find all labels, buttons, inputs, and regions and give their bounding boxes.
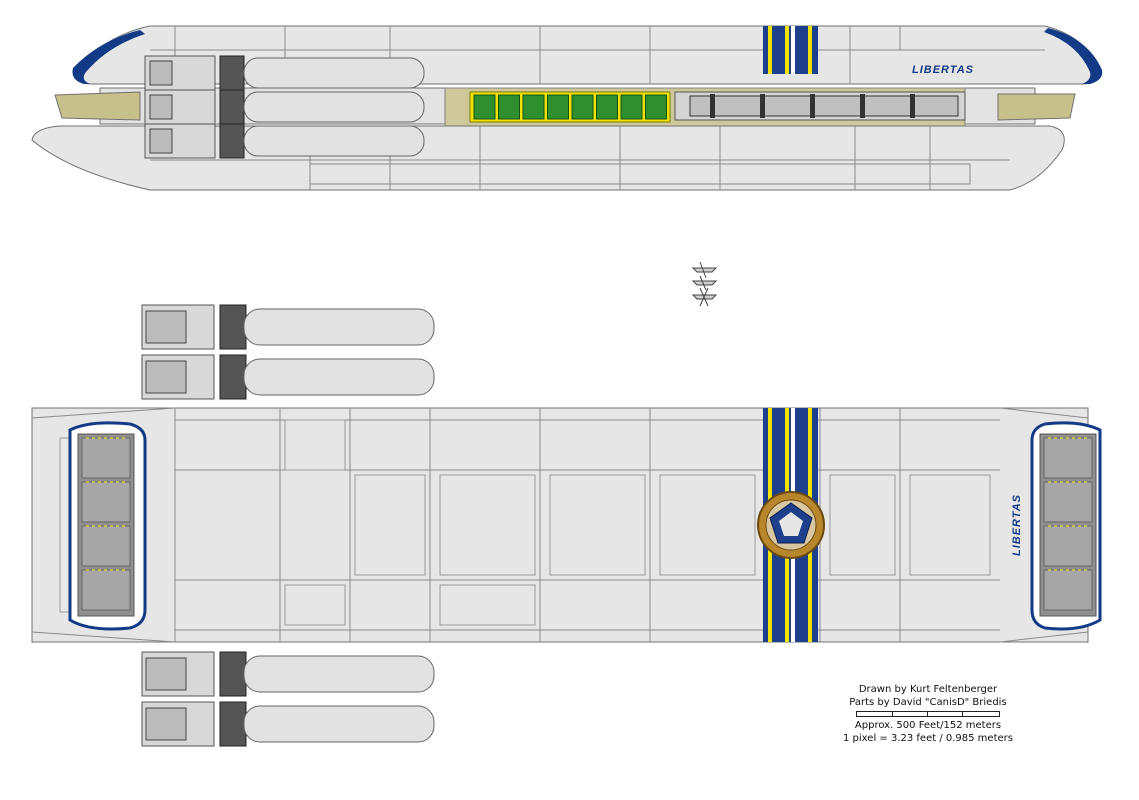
panel: [284, 419, 346, 471]
panel: [284, 584, 346, 626]
credit-drawn-by: Drawn by Kurt Feltenberger: [858, 684, 998, 695]
small-craft-icon: [691, 275, 718, 291]
engine-nozzle: [149, 60, 173, 86]
bay-divider: [860, 94, 865, 118]
side-nose-trim-right: [1044, 28, 1103, 84]
small-craft-icon: [691, 287, 718, 307]
side-grating-left: [54, 91, 141, 121]
top-engine-pod: [141, 701, 435, 747]
engine-vent: [219, 55, 245, 91]
engine-vent: [219, 701, 247, 747]
side-panel-lines: [150, 26, 1045, 190]
engine-nozzle: [145, 657, 187, 691]
top-panel-grid: [174, 408, 1000, 642]
engine-vent: [219, 304, 247, 350]
credit-size: Approx. 500 Feet/152 meters: [854, 720, 1002, 731]
engine-nozzle: [145, 360, 187, 394]
bay-window: [81, 569, 131, 611]
engine-vent: [219, 123, 245, 159]
top-engine-pod: [141, 354, 435, 400]
credit-scale: 1 pixel = 3.23 feet / 0.985 meters: [843, 733, 1013, 744]
top-window-bay-right: [1030, 421, 1102, 631]
side-engine-pod: [144, 89, 425, 125]
engine-nozzle: [149, 94, 173, 120]
garden-pane: [571, 94, 594, 120]
bay-window: [1043, 481, 1093, 523]
side-engine-pod: [144, 123, 425, 159]
top-emblem: [757, 491, 825, 559]
garden-pane: [596, 94, 618, 120]
credits-block: Drawn by Kurt Feltenberger Parts by Davi…: [818, 683, 1038, 745]
scale-bar: [856, 711, 1000, 717]
panel: [659, 474, 756, 576]
garden-pane: [473, 94, 496, 120]
bay-divider: [710, 94, 715, 118]
engine-nacelle: [243, 308, 435, 346]
engine-nozzle: [145, 310, 187, 344]
garden-pane: [522, 94, 545, 120]
bay-window: [81, 437, 131, 479]
small-craft-icon: [691, 261, 718, 279]
side-shuttle-bay: [674, 91, 966, 121]
side-nose-trim-left: [72, 30, 145, 84]
garden-pane: [547, 94, 569, 120]
garden-pane: [620, 94, 643, 120]
small-craft-group: [691, 261, 718, 307]
engine-nacelle: [243, 358, 435, 396]
top-main-hull: [31, 407, 1089, 643]
top-engine-pod: [141, 304, 435, 350]
top-engine-pods: [141, 304, 435, 747]
bay-divider: [760, 94, 765, 118]
engine-vent: [219, 651, 247, 697]
engine-nozzle: [145, 707, 187, 741]
top-window-bay-left: [59, 421, 147, 631]
panel: [439, 584, 536, 626]
garden-pane: [645, 94, 667, 120]
engine-nacelle: [243, 125, 425, 157]
engine-nozzle: [149, 128, 173, 154]
side-garden-windows: [469, 91, 671, 123]
engine-vent: [219, 89, 245, 125]
side-view: LIBERTAS: [31, 25, 1103, 191]
garden-pane: [498, 94, 520, 120]
panel: [909, 474, 991, 576]
bay-window: [81, 525, 131, 567]
engine-nacelle: [243, 655, 435, 693]
bay-divider: [810, 94, 815, 118]
top-engine-pod: [141, 651, 435, 697]
side-engine-pod: [144, 55, 425, 91]
bay-window: [1043, 525, 1093, 567]
panel: [549, 474, 646, 576]
engine-nacelle: [243, 705, 435, 743]
side-ship-name: LIBERTAS: [912, 64, 974, 76]
engine-nacelle: [243, 57, 425, 89]
top-view: LIBERTAS: [31, 304, 1102, 747]
panel: [439, 474, 536, 576]
bay-window: [1043, 437, 1093, 479]
panel: [354, 474, 426, 576]
panel: [829, 474, 896, 576]
bay-window: [1043, 569, 1093, 611]
side-engines: [144, 55, 425, 159]
top-ship-name: LIBERTAS: [1011, 494, 1023, 556]
bay-divider: [910, 94, 915, 118]
engine-vent: [219, 354, 247, 400]
side-stripe: [763, 26, 818, 74]
bay-window: [81, 481, 131, 523]
side-grating-right: [997, 93, 1076, 121]
credit-parts-by: Parts by David "CanisD" Briedis: [849, 697, 1007, 708]
engine-nacelle: [243, 91, 425, 123]
